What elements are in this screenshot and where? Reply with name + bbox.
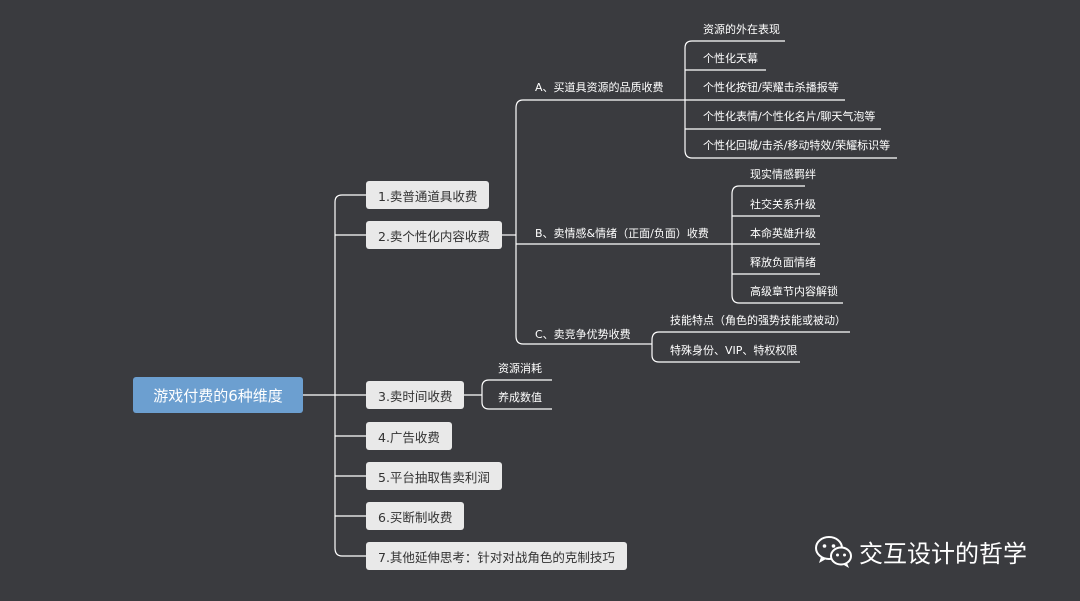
time-item-2: 养成数值	[498, 391, 542, 404]
time-item-1: 资源消耗	[498, 362, 542, 375]
node-item-fee: 1.卖普通道具收费	[366, 181, 490, 209]
branch-a-label: A、买道具资源的品质收费	[535, 81, 664, 94]
watermark: 交互设计的哲学	[815, 534, 1027, 569]
b-item-1: 现实情感羁绊	[750, 168, 816, 181]
c-item-2: 特殊身份、VIP、特权权限	[670, 344, 798, 357]
branch-c-label: C、卖竞争优势收费	[535, 328, 631, 341]
b-item-4: 释放负面情绪	[750, 256, 816, 269]
node-time-fee: 3.卖时间收费	[366, 381, 465, 409]
node-extension-thought: 7.其他延伸思考：针对对战角色的克制技巧	[366, 542, 627, 570]
node-buyout-fee: 6.买断制收费	[366, 502, 465, 530]
wechat-icon	[815, 535, 852, 568]
node-personal-content-fee: 2.卖个性化内容收费	[366, 221, 502, 249]
a-item-3: 个性化按钮/荣耀击杀播报等	[703, 81, 839, 94]
node-platform-fee: 5.平台抽取售卖利润	[366, 462, 502, 490]
node-ad-fee: 4.广告收费	[366, 422, 452, 450]
branch-b-label: B、卖情感&情绪（正面/负面）收费	[535, 227, 709, 240]
a-item-5: 个性化回城/击杀/移动特效/荣耀标识等	[703, 139, 891, 152]
b-item-3: 本命英雄升级	[750, 227, 816, 240]
a-item-2: 个性化天幕	[703, 52, 758, 65]
c-item-1: 技能特点（角色的强势技能或被动）	[670, 314, 846, 327]
b-item-2: 社交关系升级	[750, 198, 816, 211]
a-item-4: 个性化表情/个性化名片/聊天气泡等	[703, 110, 876, 123]
b-item-5: 高级章节内容解锁	[750, 285, 838, 298]
root-node: 游戏付费的6种维度	[133, 377, 303, 413]
watermark-text: 交互设计的哲学	[859, 540, 1027, 568]
a-item-1: 资源的外在表现	[703, 23, 780, 36]
